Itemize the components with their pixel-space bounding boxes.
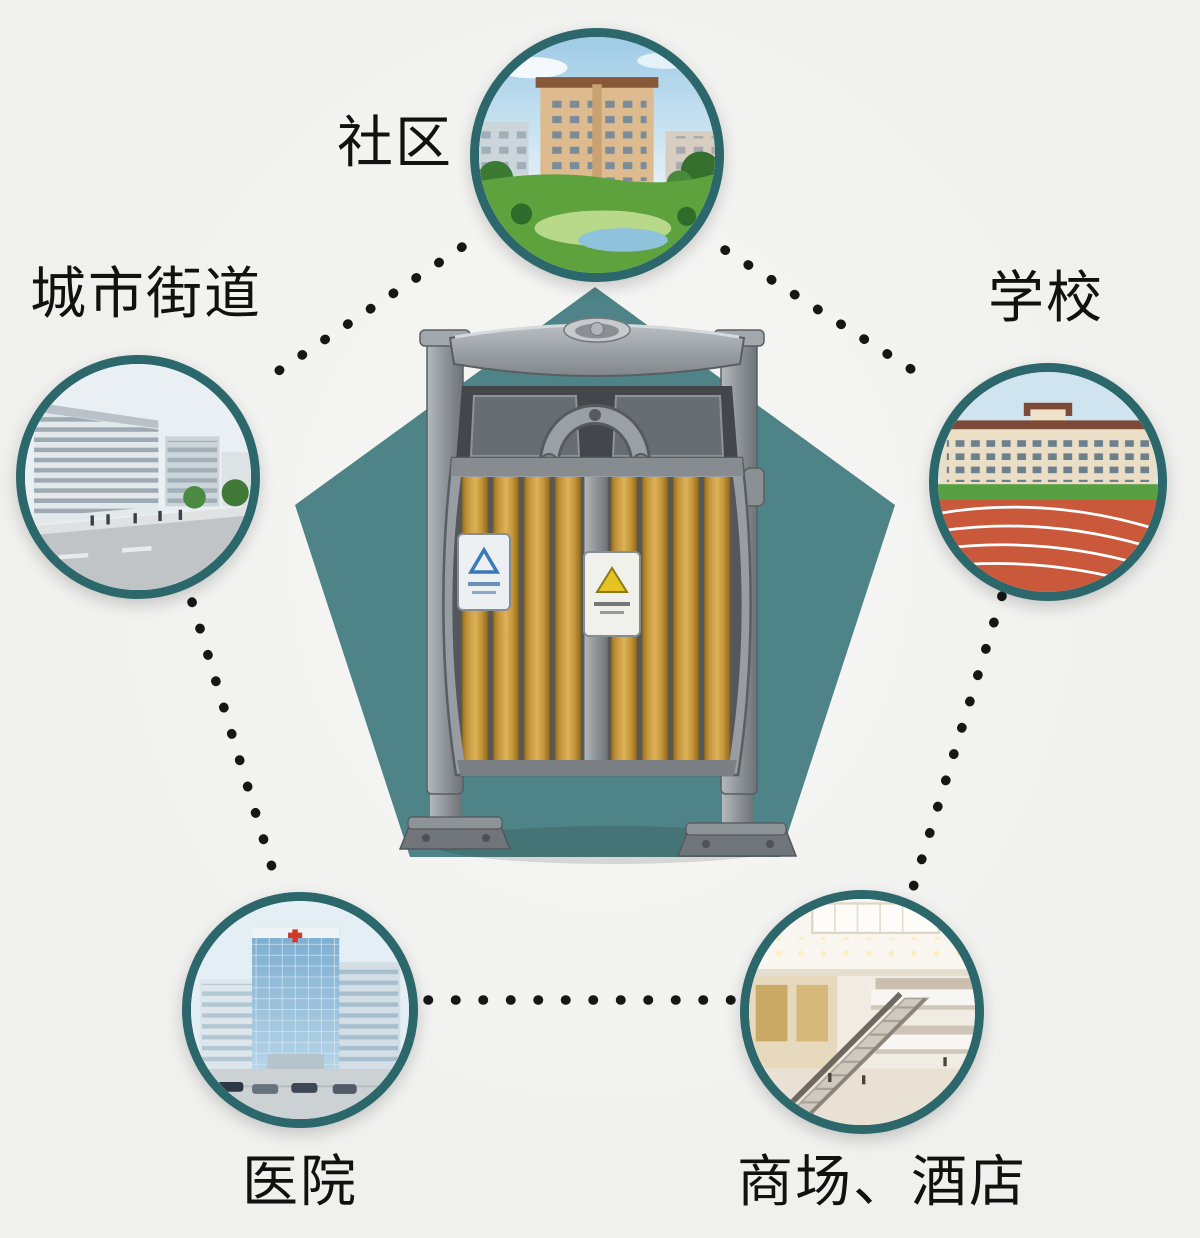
bin-left-foot (398, 816, 512, 850)
street-photo-illustration (25, 364, 251, 590)
community-photo-illustration (479, 37, 715, 273)
bin-body-bottom-rim (457, 760, 737, 776)
hospital-photo-illustration (191, 901, 409, 1119)
street-label: 城市街道 (30, 262, 262, 325)
community-label: 社区 (337, 111, 453, 174)
red-cross-icon (288, 929, 303, 943)
connector-community-street (263, 242, 467, 383)
connector-dotted-lines (187, 242, 1007, 1005)
trash-bin-illustration (398, 317, 798, 864)
connector-street-hospital (187, 597, 282, 889)
school-photo-illustration (938, 372, 1158, 592)
waste-icon (595, 566, 629, 593)
other-waste-placard (583, 551, 641, 637)
recycle-icon (467, 546, 501, 574)
bin-ashtray (563, 317, 631, 343)
school-label: 学校 (988, 266, 1104, 329)
connector-school-mall (908, 591, 1007, 893)
bin-right-foot (676, 822, 798, 857)
escalator (780, 991, 930, 1118)
school-photo (929, 363, 1167, 601)
mall-photo-illustration (749, 899, 975, 1125)
bin-body-top-rim (450, 458, 744, 476)
cars (217, 1081, 357, 1094)
recyclable-placard (457, 533, 511, 611)
community-photo (470, 28, 724, 282)
bin-wood-slats (452, 477, 742, 763)
street-photo (16, 355, 260, 599)
mall-label: 商场、酒店 (737, 1150, 1027, 1213)
mall-photo (740, 890, 984, 1134)
hospital-photo (182, 892, 418, 1128)
hospital-label: 医院 (242, 1150, 358, 1213)
